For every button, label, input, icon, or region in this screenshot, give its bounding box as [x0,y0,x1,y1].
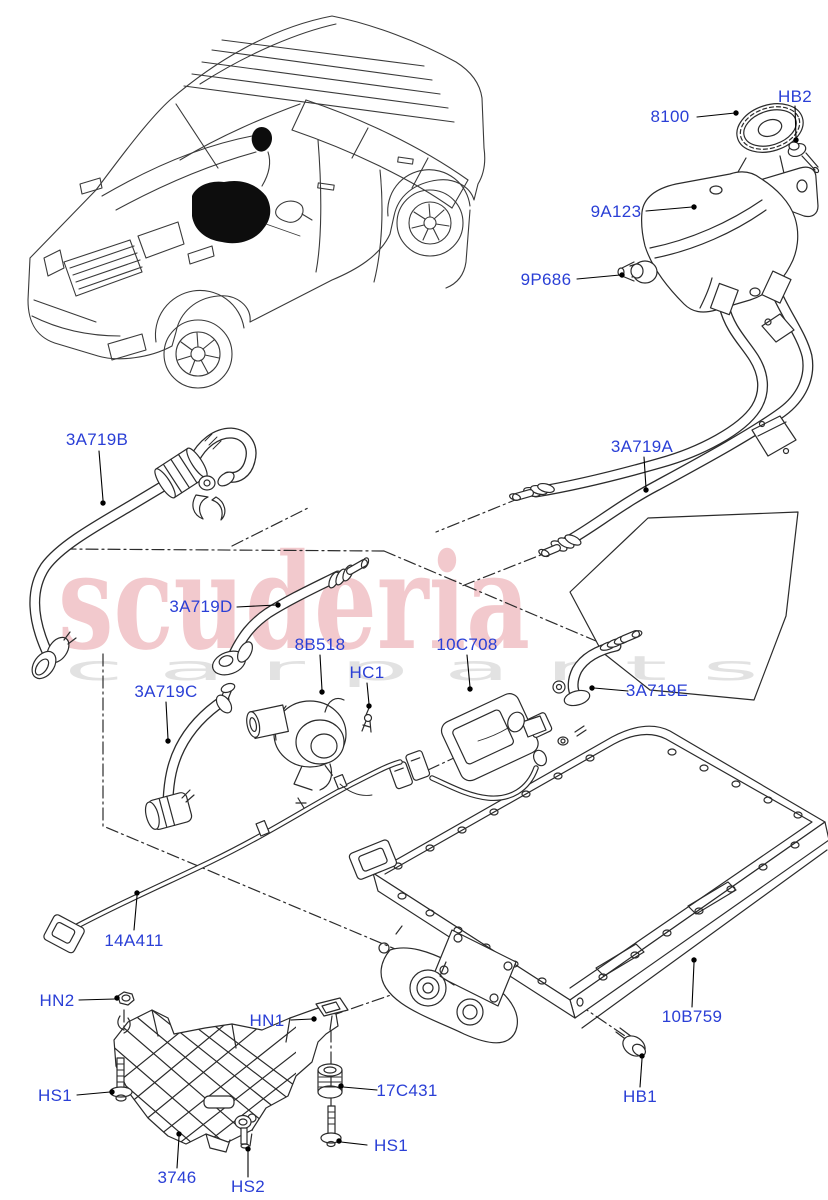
part-label-8100-1: 8100 [650,107,690,126]
part-label-3A719B-4: 3A719B [65,430,129,449]
hose-3a719c [144,682,236,830]
control-module-10c708 [389,693,553,801]
component-location-highlight [192,180,271,244]
alignment-lines [63,497,629,1147]
part-label-14A411-12: 14A411 [104,931,164,950]
part-label-3A719E-11: 3A719E [625,681,689,700]
hose-3a719b [29,427,257,680]
hose-3a719e [477,630,643,742]
part-label-HN1-16: HN1 [249,1011,285,1030]
part-label-HS1-17: HS1 [38,1086,72,1105]
part-label-HC1-9: HC1 [349,663,385,682]
battery-pack-10b759 [348,725,828,1057]
shield-3746 [113,1007,339,1153]
hose-3a719a [509,270,814,558]
clip-hc1 [361,707,373,733]
water-pump-8b518 [246,697,347,791]
part-label-HS1-19: HS1 [374,1136,408,1155]
part-label-3A719C-10: 3A719C [134,682,198,701]
part-label-HB2-0: HB2 [778,87,812,106]
watermark-subword: c a r p a r t s [64,649,759,689]
fasteners [109,991,349,1149]
expansion-tank-assembly [509,103,820,558]
part-label-9P686-3: 9P686 [520,270,572,289]
wiring-harness-14a411 [43,759,403,954]
part-label-HN2-15: HN2 [39,991,75,1010]
part-label-10B759-13: 10B759 [661,1007,723,1026]
watermark-checkered-flag [569,511,799,701]
hose-3a719d [211,557,370,676]
part-label-8B518-7: 8B518 [294,635,346,654]
part-label-HB1-14: HB1 [623,1087,657,1106]
part-label-HS2-21: HS2 [231,1177,265,1196]
part-label-9A123-2: 9A123 [590,202,642,221]
part-label-17C431-18: 17C431 [376,1081,438,1100]
vehicle-illustration [27,15,486,389]
part-label-3746-20: 3746 [157,1168,197,1187]
tank-cap [736,103,804,153]
battery-bolt-holes [393,748,803,985]
part-label-3A719A-5: 3A719A [610,437,674,456]
hb1-bolt [615,1027,647,1057]
part-label-10C708-8: 10C708 [436,635,498,654]
part-label-3A719D-6: 3A719D [169,597,233,616]
label-leaders [76,105,799,1178]
hb2-screw [787,141,820,174]
grommet-9p686 [617,260,658,284]
